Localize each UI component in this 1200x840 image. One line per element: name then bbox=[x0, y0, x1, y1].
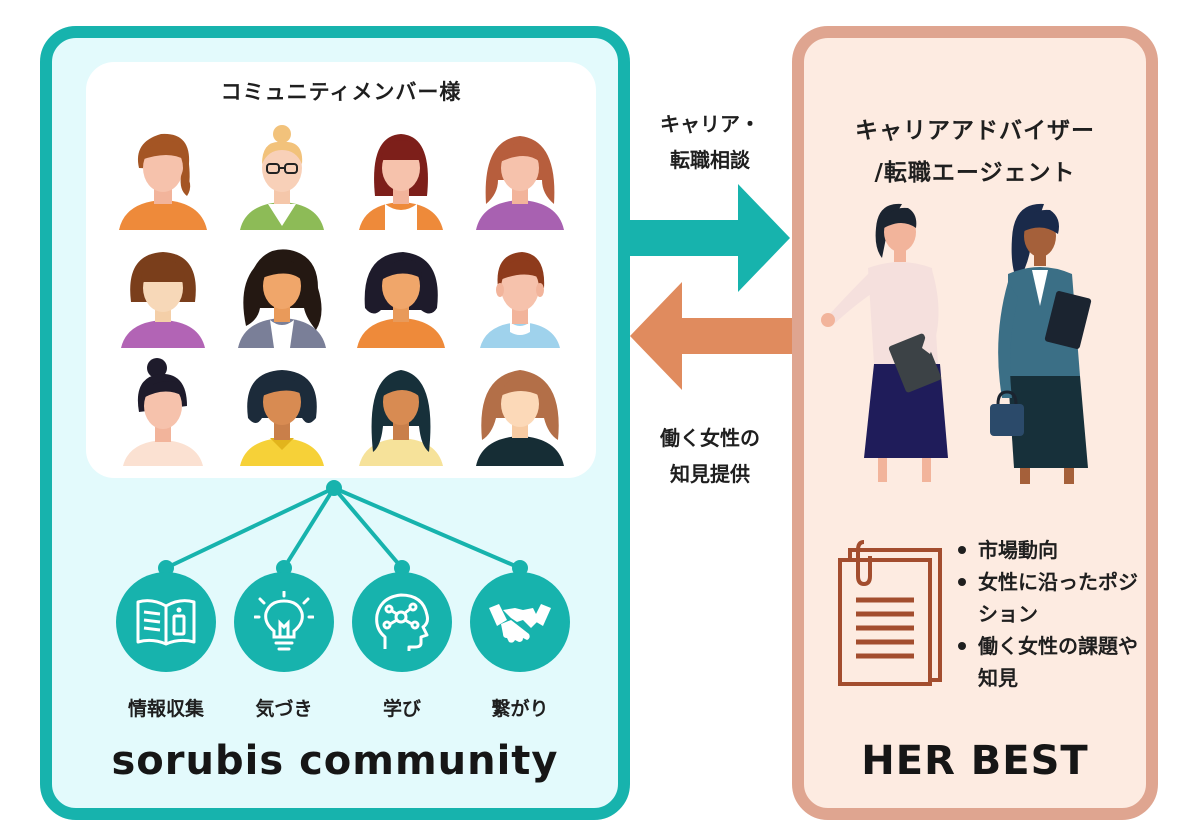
agent-point: 女性に沿ったポジション bbox=[954, 566, 1144, 630]
feature-awareness: 気づき bbox=[232, 572, 336, 721]
agent-title: キャリアアドバイザー /転職エージェント bbox=[804, 110, 1146, 194]
member-avatar bbox=[225, 116, 338, 230]
avatar-icon bbox=[122, 358, 203, 466]
flow-label-line: 知見提供 bbox=[670, 462, 750, 486]
handshake-icon bbox=[489, 604, 551, 643]
feature-circle bbox=[234, 572, 334, 672]
feature-label: 情報収集 bbox=[127, 698, 204, 720]
members-title: コミュニティメンバー様 bbox=[220, 80, 462, 104]
feature-label: 気づき bbox=[255, 698, 313, 720]
member-avatar bbox=[463, 234, 576, 348]
agent-title-line: キャリアアドバイザー bbox=[855, 118, 1095, 144]
arrow-left bbox=[630, 282, 792, 390]
feature-label: 学び bbox=[382, 698, 421, 720]
arrow-right bbox=[628, 184, 790, 292]
feature-circle bbox=[116, 572, 216, 672]
avatar-icon bbox=[358, 370, 443, 466]
agent-panel: キャリアアドバイザー /転職エージェント bbox=[792, 26, 1158, 820]
member-avatar bbox=[463, 116, 576, 230]
brain-icon bbox=[375, 593, 429, 651]
avatar-icon bbox=[237, 249, 326, 348]
avatar-icon bbox=[358, 134, 443, 230]
feature-info-gathering: 情報収集 bbox=[114, 572, 218, 721]
flow-label-career-consultation: キャリア・ 転職相談 bbox=[630, 106, 790, 178]
member-avatar bbox=[344, 352, 457, 466]
avatar-icon bbox=[479, 252, 560, 348]
feature-connection: 繋がり bbox=[468, 572, 572, 721]
advisors-illustration bbox=[821, 203, 1092, 484]
agent-points: 市場動向 女性に沿ったポジション 働く女性の課題や知見 bbox=[954, 534, 1144, 694]
members-card: コミュニティメンバー様 bbox=[86, 62, 596, 478]
feature-circle bbox=[470, 572, 570, 672]
flow-label-knowledge-sharing: 働く女性の 知見提供 bbox=[630, 420, 790, 492]
member-avatar bbox=[225, 352, 338, 466]
avatar-icon bbox=[239, 125, 324, 230]
member-avatar bbox=[106, 234, 219, 348]
agent-title-line: /転職エージェント bbox=[874, 160, 1076, 186]
flow-arrows bbox=[628, 184, 792, 390]
agent-point: 市場動向 bbox=[954, 534, 1144, 566]
flow-label-line: 転職相談 bbox=[670, 148, 750, 172]
document-icon bbox=[838, 540, 942, 686]
member-avatar bbox=[463, 352, 576, 466]
community-panel: コミュニティメンバー様 bbox=[40, 26, 630, 820]
members-grid bbox=[106, 116, 576, 466]
advisor-woman-right bbox=[990, 203, 1092, 484]
flow-label-line: 働く女性の bbox=[660, 426, 760, 450]
avatar-icon bbox=[120, 252, 205, 348]
member-avatar bbox=[225, 234, 338, 348]
flow-label-line: キャリア・ bbox=[660, 112, 760, 136]
agent-point: 働く女性の課題や知見 bbox=[954, 630, 1144, 694]
advisor-woman-left bbox=[821, 203, 948, 482]
feature-circle bbox=[352, 572, 452, 672]
member-avatar bbox=[106, 352, 219, 466]
book-icon bbox=[136, 599, 196, 646]
feature-learning: 学び bbox=[350, 572, 454, 721]
member-avatar bbox=[344, 116, 457, 230]
community-name: sorubis community bbox=[111, 738, 559, 784]
agent-name: HER BEST bbox=[861, 738, 1089, 784]
member-avatar bbox=[106, 116, 219, 230]
avatar-icon bbox=[475, 370, 564, 466]
member-avatar bbox=[344, 234, 457, 348]
lightbulb-icon bbox=[254, 591, 314, 651]
feature-label: 繋がり bbox=[491, 698, 549, 720]
avatar-icon bbox=[356, 252, 445, 348]
avatar-icon bbox=[475, 136, 564, 230]
avatar-icon bbox=[118, 133, 207, 230]
avatar-icon bbox=[239, 370, 324, 466]
